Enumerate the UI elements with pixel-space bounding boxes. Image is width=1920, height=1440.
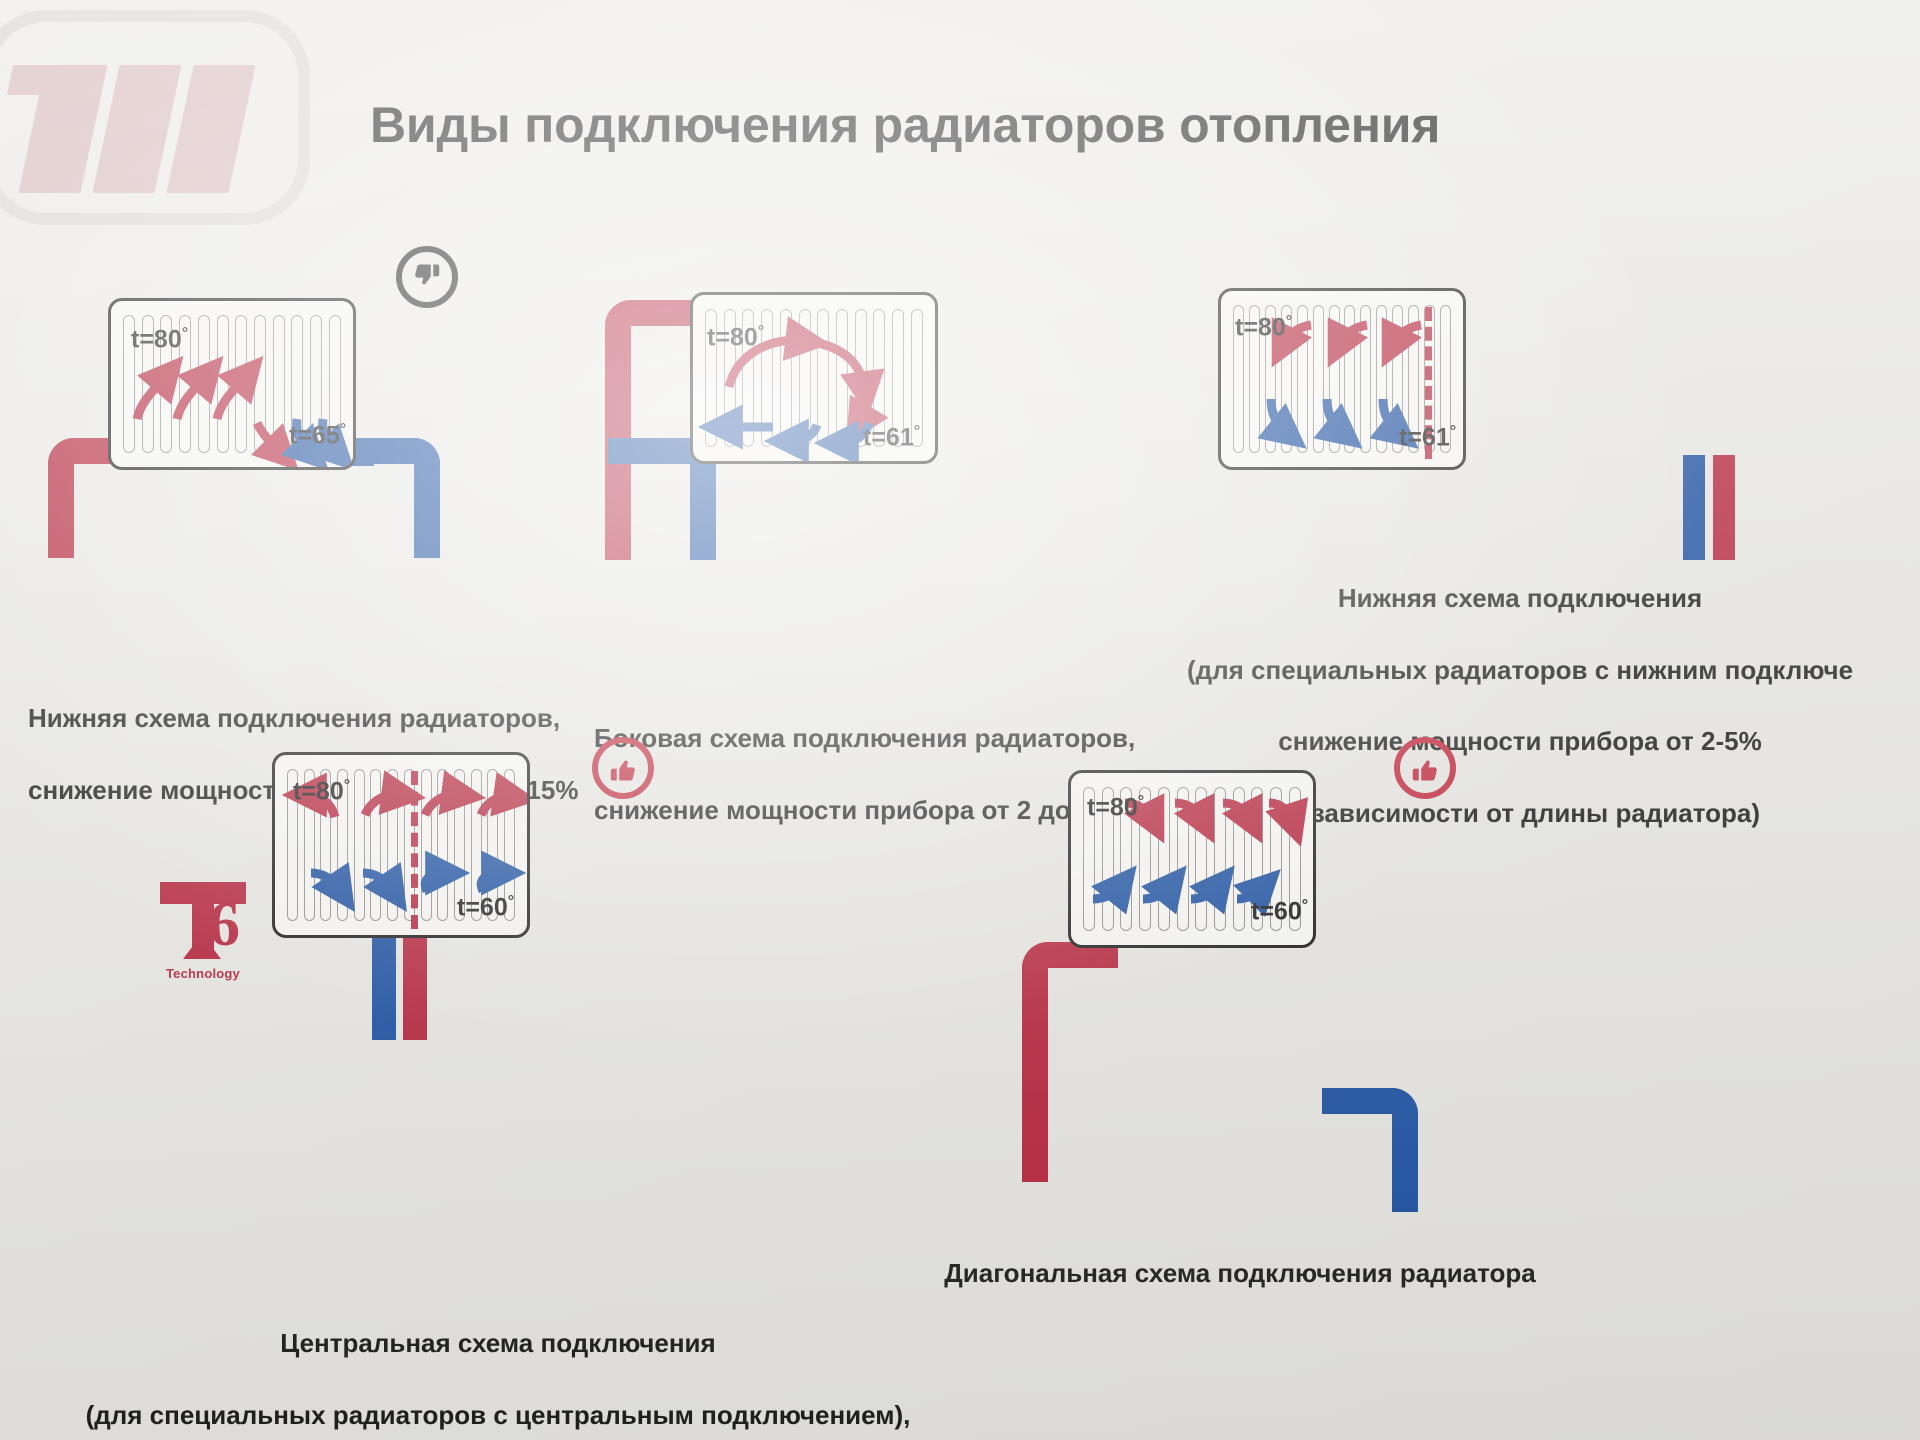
thumbs-down-icon-d1 <box>396 246 458 308</box>
radiator-fins <box>1233 305 1451 453</box>
radiator-diagonal-connection: t=80° t=60° <box>1068 770 1316 948</box>
caption-d4: Центральная схема подключения (для специ… <box>85 1327 911 1430</box>
return-pipe-blue-stub-d5 <box>1322 1088 1348 1114</box>
page-title: Виды подключения радиаторов отопления <box>370 97 1441 153</box>
caption-d5: Диагональная схема подключения радиатора <box>944 1257 1536 1288</box>
radiator-fins <box>287 769 515 921</box>
radiator-bottom-connection: t=80° t=65° <box>108 298 356 470</box>
flow-arrows-d2 <box>697 316 889 461</box>
caption-d2: Боковая схема подключения радиаторов, сн… <box>594 722 1136 825</box>
supply-pipe-red-d4 <box>403 930 427 1040</box>
t6-number: 6 <box>208 888 240 959</box>
watermark-frame <box>0 10 310 225</box>
return-pipe-blue-stub-d2 <box>608 438 634 464</box>
radiator-bottom-special: t=80° t=61° <box>1218 288 1466 470</box>
supply-pipe-red-d3 <box>1713 455 1735 560</box>
caption-d3: Нижняя схема подключения (для специальны… <box>1186 582 1854 829</box>
thumbs-down-glyph <box>415 264 440 285</box>
watermark-logo <box>0 10 310 225</box>
temp-inlet-d3: t=80° <box>1235 313 1293 342</box>
temp-outlet-d4: t=60° <box>457 893 515 922</box>
temp-inlet-d2: t=80° <box>707 323 765 352</box>
temp-inlet-d1: t=80° <box>131 325 189 354</box>
temp-outlet-d5: t=60° <box>1251 897 1309 926</box>
t6-logo: 6 Technology <box>158 880 258 990</box>
thumbs-up-icon-d4 <box>592 737 654 799</box>
t6-letter-bar <box>160 882 246 904</box>
temp-inlet-d5: t=80° <box>1087 793 1145 822</box>
supply-pipe-red-d2 <box>605 300 715 560</box>
return-pipe-blue-d4 <box>372 930 396 1040</box>
flow-arrows-d4 <box>281 770 527 912</box>
t6-subtitle: Technology <box>166 966 240 981</box>
radiator-side-connection: t=80° t=61° <box>690 292 938 464</box>
thumbs-up-glyph <box>1412 760 1437 781</box>
radiator-fins <box>1083 787 1301 931</box>
temp-inlet-d4: t=80° <box>293 777 351 806</box>
flow-arrows-d1 <box>132 355 353 467</box>
thumbs-up-icon-d5 <box>1394 737 1456 799</box>
temp-outlet-d1: t=65° <box>289 421 347 450</box>
supply-pipe-red-d5 <box>1022 942 1118 1182</box>
center-divider-dashed-d3 <box>1425 307 1432 459</box>
temp-outlet-d3: t=61° <box>1399 423 1457 452</box>
radiator-central-connection: t=80° t=60° <box>272 752 530 938</box>
temp-outlet-d2: t=61° <box>863 423 921 452</box>
thumbs-up-glyph <box>610 760 635 781</box>
flow-arrows-d3 <box>1257 317 1422 449</box>
supply-pipe-red-d1 <box>48 438 140 558</box>
return-pipe-blue-d3 <box>1683 455 1705 560</box>
t6-triangle-icon <box>183 934 221 959</box>
center-divider-dashed-d4 <box>411 771 418 929</box>
flow-arrows-d5 <box>1091 793 1309 917</box>
